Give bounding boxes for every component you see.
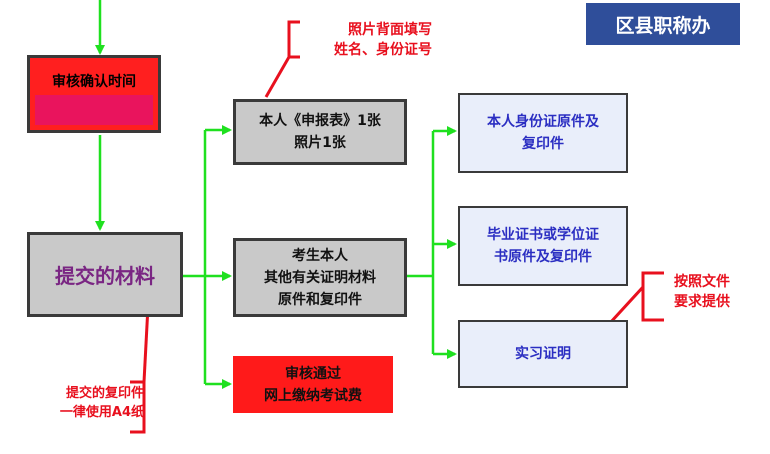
submit-materials-box: 提交的材料 (27, 232, 183, 317)
review-time-inner-panel (35, 95, 153, 125)
id-card-label: 本人身份证原件及 复印件 (487, 114, 599, 152)
review-pass-label: 审核通过 网上缴纳考试费 (264, 365, 362, 404)
note-photo-leader (264, 56, 291, 98)
header-title: 区县职称办 (615, 14, 711, 37)
id-card-box: 本人身份证原件及 复印件 (458, 93, 628, 173)
diploma-label: 毕业证书或学位证 书原件及复印件 (487, 227, 599, 265)
application-form-label: 本人《申报表》1张 照片1张 (259, 113, 381, 151)
note-copy-leader (142, 305, 150, 383)
note-copy-paper: 提交的复印件 一律使用A4纸 (59, 386, 144, 420)
submit-materials-label: 提交的材料 (55, 264, 155, 288)
internship-box: 实习证明 (458, 320, 628, 388)
note-provide-bracket (641, 271, 664, 322)
note-photo-back: 照片背面填写 姓名、身份证号 (334, 22, 432, 58)
other-materials-box: 考生本人 其他有关证明材料 原件和复印件 (233, 238, 407, 317)
note-copy-bracket (130, 380, 146, 434)
note-photo-bracket (287, 20, 300, 59)
internship-label: 实习证明 (515, 346, 571, 362)
review-time-box: 审核确认时间 (27, 55, 161, 133)
review-pass-box: 审核通过 网上缴纳考试费 (233, 356, 393, 413)
header-title-box: 区县职称办 (586, 3, 740, 45)
application-form-box: 本人《申报表》1张 照片1张 (233, 99, 407, 165)
note-provide-per-doc: 按照文件 要求提供 (674, 274, 730, 310)
diploma-box: 毕业证书或学位证 书原件及复印件 (458, 206, 628, 286)
other-materials-label: 考生本人 其他有关证明材料 原件和复印件 (264, 247, 376, 308)
review-time-label: 审核确认时间 (52, 74, 136, 90)
